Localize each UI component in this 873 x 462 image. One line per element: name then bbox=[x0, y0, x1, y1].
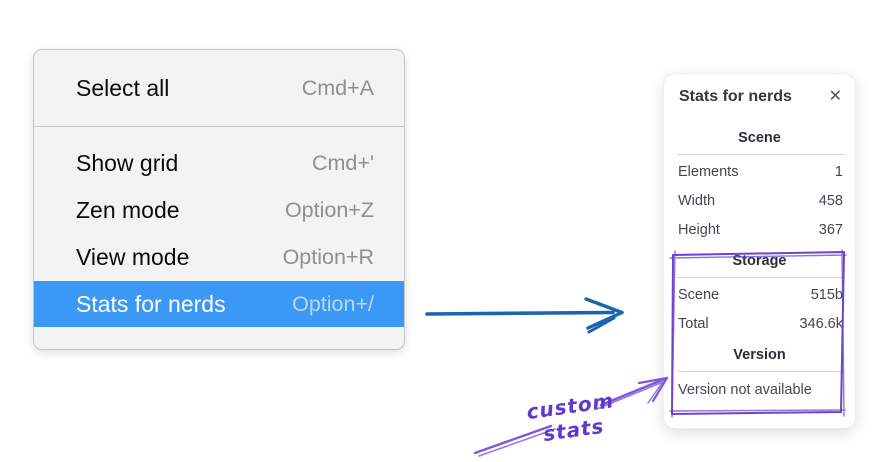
stats-panel-title: Stats for nerds bbox=[679, 88, 792, 105]
menu-item-view-mode[interactable]: View mode Option+R bbox=[34, 234, 404, 281]
section-divider bbox=[677, 277, 845, 278]
stat-value: 367 bbox=[818, 222, 843, 238]
stat-row-scene-storage: Scene 515b bbox=[664, 281, 855, 310]
menu-section-top: Select all Cmd+A bbox=[34, 50, 404, 126]
section-divider bbox=[677, 371, 845, 372]
close-icon[interactable]: ✕ bbox=[828, 88, 842, 105]
stat-label: Width bbox=[678, 193, 716, 209]
stats-panel: Stats for nerds ✕ Scene Elements 1 Width… bbox=[663, 73, 856, 429]
stat-label: Height bbox=[678, 222, 720, 238]
pointer-arrow bbox=[425, 297, 624, 334]
menu-section-bottom: Show grid Cmd+' Zen mode Option+Z View m… bbox=[34, 127, 404, 327]
stat-row-width: Width 458 bbox=[664, 187, 855, 216]
menu-item-label: Select all bbox=[76, 74, 170, 101]
stat-row-total-storage: Total 346.6k bbox=[664, 310, 855, 339]
menu-item-shortcut: Option+R bbox=[282, 245, 374, 269]
version-note: Version not available bbox=[678, 382, 812, 398]
stat-label: Total bbox=[678, 316, 709, 332]
menu-item-stats-for-nerds[interactable]: Stats for nerds Option+/ bbox=[34, 281, 404, 327]
menu-item-select-all[interactable]: Select all Cmd+A bbox=[34, 50, 404, 126]
menu-item-label: Stats for nerds bbox=[76, 290, 226, 317]
menu-item-label: Show grid bbox=[76, 150, 179, 176]
menu-item-shortcut: Cmd+A bbox=[301, 75, 374, 100]
context-menu: Select all Cmd+A Show grid Cmd+' Zen mod… bbox=[33, 49, 405, 350]
stat-label: Scene bbox=[678, 287, 720, 303]
menu-item-shortcut: Cmd+' bbox=[311, 151, 374, 175]
section-heading-scene: Scene bbox=[738, 130, 781, 146]
section-heading-storage: Storage bbox=[732, 253, 787, 269]
stat-row-height: Height 367 bbox=[664, 216, 855, 245]
menu-item-show-grid[interactable]: Show grid Cmd+' bbox=[34, 140, 404, 187]
section-heading-version: Version bbox=[733, 347, 786, 363]
stat-value: 515b bbox=[810, 287, 843, 303]
stat-row-elements: Elements 1 bbox=[664, 158, 855, 187]
stats-panel-header: Stats for nerds ✕ bbox=[664, 74, 855, 106]
menu-item-zen-mode[interactable]: Zen mode Option+Z bbox=[34, 187, 404, 234]
stat-value: 458 bbox=[818, 193, 843, 209]
stat-value: 346.6k bbox=[799, 316, 843, 332]
menu-item-shortcut: Option+/ bbox=[292, 291, 374, 316]
menu-divider bbox=[34, 126, 404, 127]
menu-item-label: View mode bbox=[76, 244, 190, 270]
stat-label: Elements bbox=[678, 164, 739, 180]
section-divider bbox=[677, 154, 845, 155]
menu-item-label: Zen mode bbox=[76, 197, 180, 223]
annotation-label: custom stats bbox=[525, 388, 616, 447]
stat-value: 1 bbox=[834, 164, 843, 180]
menu-item-shortcut: Option+Z bbox=[284, 198, 374, 222]
